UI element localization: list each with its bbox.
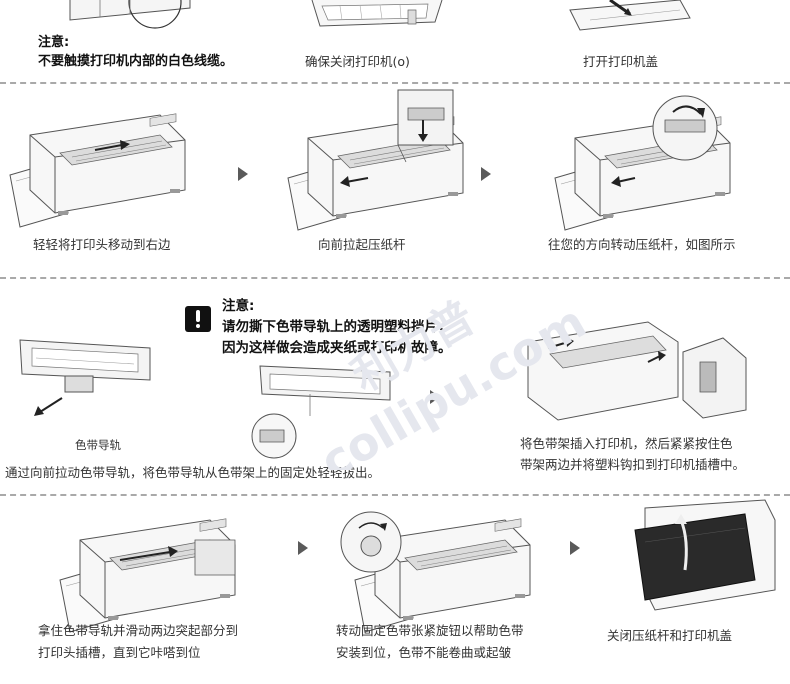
step-arrow <box>238 167 248 181</box>
caption-knob-line-1: 转动固定色带张紧旋钮以帮助色带 <box>336 623 524 638</box>
warning-icon <box>185 306 211 332</box>
printer-illustration-slide-guide <box>59 518 236 633</box>
printer-illustration-tension-knob <box>335 500 531 633</box>
caption-slide-line-2: 打印头插槽，直到它咔嗒到位 <box>38 645 201 660</box>
section-divider-3 <box>0 494 790 496</box>
section-divider-2 <box>0 277 790 279</box>
step-arrow <box>570 541 580 555</box>
step-arrow <box>481 167 491 181</box>
caption-power-off: 确保关闭打印机(o) <box>305 54 410 69</box>
note-text-cable: 不要触摸打印机内部的白色线缆。 <box>38 54 234 69</box>
caption-slide-line-1: 拿住色带导轨并滑动两边突起部分到 <box>38 623 239 638</box>
note-line-1: 请勿撕下色带导轨上的透明塑料挡片， <box>222 319 452 335</box>
caption-remove-guide: 通过向前拉动色带导轨，将色带导轨从色带架上的固定处轻轻拔出。 <box>5 465 381 480</box>
note-title-cable: 注意: <box>38 35 70 50</box>
printer-illustration-move-head <box>9 113 186 228</box>
step-arrow <box>298 541 308 555</box>
caption-rotate-lever: 往您的方向转动压纸杆，如图所示 <box>548 237 736 252</box>
note-line-2: 因为这样做会造成夹纸或打印机故障。 <box>222 340 452 356</box>
ribbon-cartridge-illustration <box>240 360 410 460</box>
caption-open-cover: 打开打印机盖 <box>583 54 659 69</box>
printer-illustration-pull-lever <box>287 90 464 231</box>
caption-pull-lever: 向前拉起压纸杆 <box>318 237 406 252</box>
caption-move-head: 轻轻将打印头移动到右边 <box>33 237 171 252</box>
printer-illustration-cable <box>60 0 200 32</box>
caption-knob-line-2: 安装到位，色带不能卷曲或起皱 <box>336 645 512 660</box>
printer-illustration-power-off <box>300 0 450 40</box>
ribbon-guide-illustration <box>10 340 160 416</box>
printer-illustration-rotate-lever <box>554 90 731 231</box>
caption-insert-line-2: 带架两边并将塑料钩扣到打印机插槽中。 <box>520 457 746 472</box>
ribbon-guide-label: 色带导轨 <box>75 438 121 452</box>
printer-illustration-open-cover <box>570 0 700 36</box>
printer-illustration-close-cover <box>615 500 785 615</box>
step-arrow <box>430 390 440 404</box>
printer-illustration-insert-ribbon <box>528 322 748 427</box>
note-title-ribbon: 注意: <box>222 298 255 314</box>
caption-insert-line-1: 将色带架插入打印机，然后紧紧按住色 <box>520 436 733 451</box>
section-divider-1 <box>0 82 790 84</box>
caption-close-cover: 关闭压纸杆和打印机盖 <box>607 628 733 643</box>
